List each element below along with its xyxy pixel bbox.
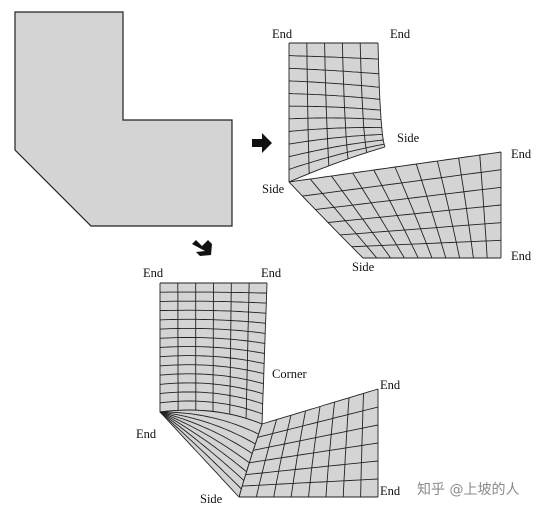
mesh1-leg-vertical-gridline (288, 139, 384, 158)
mesh2-leg-vertical-gridline (159, 373, 264, 385)
mesh2-end-label-right-top: End (380, 378, 401, 392)
mesh2-leg-vertical-gridline (159, 391, 263, 405)
mesh1-leg-horizontal-raw-gridline (352, 172, 405, 259)
mesh2-leg-horizontal-gridline (261, 388, 379, 425)
mesh2-corner-block-gridline (159, 411, 253, 454)
mesh2-corner-block-gridline (159, 411, 240, 498)
mesh1-leg-vertical-gridline (377, 42, 386, 148)
mesh1-leg-horizontal-raw-gridline (288, 181, 364, 259)
mesh1-leg-horizontal-raw-gridline (436, 160, 461, 259)
arrow-right-icon (252, 133, 272, 153)
mesh1-leg-vertical-face (289, 43, 385, 182)
arrow-down-icon (192, 240, 212, 256)
mesh1-leg-vertical-gridline (288, 117, 382, 121)
mesh1-leg-horizontal-raw-gridline (309, 178, 378, 259)
mesh2-corner-block-gridline (159, 411, 242, 490)
mesh2-corner-block-gridline (159, 411, 250, 464)
mesh1-leg-vertical-gridline (306, 42, 310, 174)
mesh1-leg-vertical-gridline (288, 93, 380, 100)
mesh2-leg-vertical-gridline (159, 346, 265, 354)
mesh1-leg-vertical-gridline (341, 42, 349, 159)
mesh2-leg-horizontal-gridline (242, 478, 379, 487)
mesh1-leg-vertical-gridline (288, 127, 382, 132)
mesh2-end-label-right-bottom: End (380, 484, 401, 498)
mesh2-leg-horizontal-gridline (253, 424, 379, 451)
mesh2-leg-horizontal-gridline (245, 460, 379, 476)
mesh2-leg-vertical-gridline (159, 318, 266, 324)
mesh1-side-label-outer-bottom: Side (352, 260, 375, 274)
mesh1-side-label-outer-left: Side (262, 182, 285, 196)
mesh1-leg-vertical-gridline (288, 55, 379, 60)
mesh2-corner-block-face (160, 410, 262, 497)
mesh2-leg-vertical-gridline (159, 382, 264, 395)
mesh1-leg-vertical-gridline (324, 42, 330, 166)
mesh1-end-label-top-left: End (272, 27, 293, 41)
mesh2-side-label-bottom: Side (200, 492, 223, 506)
mesh1-leg-horizontal-raw-gridline (373, 169, 419, 259)
mesh1-leg-horizontal-raw-gridline (394, 166, 433, 259)
mesh2-corner-block-gridline (159, 411, 247, 473)
mesh1-leg-horizontal-raw-gridline (331, 175, 391, 259)
plain-l-shape (14, 11, 233, 227)
mesh1-leg-vertical-gridline (359, 42, 368, 153)
mesh1-leg-horizontal-raw-gridline (458, 157, 474, 259)
mesh1-leg-horizontal-raw-gridline (479, 154, 488, 259)
mesh2-leg-horizontal-gridline (249, 442, 379, 464)
mesh1-end-label-right-top: End (511, 147, 532, 161)
mesh1-leg-vertical-gridline (288, 67, 379, 75)
mesh2-leg-vertical-gridline (160, 300, 267, 304)
mesh2-corner-block-gridline (160, 411, 259, 435)
mesh2-end-label-top-right: End (261, 266, 282, 280)
mesh2-leg-vertical-gridline (159, 309, 266, 314)
mesh1-leg-vertical-gridline (288, 134, 383, 145)
mesh2-leg-vertical-gridline (159, 364, 264, 375)
mesh1-leg-vertical-gridline (288, 80, 380, 88)
mesh-two-regions (288, 42, 502, 259)
mesh2-leg-horizontal-gridline (257, 406, 379, 438)
mesh2-end-label-left: End (136, 427, 157, 441)
l-shape-outline (14, 11, 233, 227)
mesh2-corner-label: Corner (272, 367, 308, 381)
mesh2-leg-vertical-gridline (159, 327, 266, 334)
mesh2-corner-block-gridline (159, 411, 245, 481)
mesh2-leg-vertical-gridline (159, 337, 265, 344)
mesh1-end-label-top-right: End (390, 27, 411, 41)
mesh1-side-label-inner: Side (397, 131, 420, 145)
mesh2-corner-block-gridline (159, 411, 256, 445)
mesh1-leg-horizontal-raw-face (289, 152, 501, 258)
mesh1-leg-vertical-gridline (289, 105, 381, 111)
mesh1-leg-vertical-gridline (288, 143, 385, 170)
mesh2-leg-vertical-gridline (159, 355, 265, 365)
watermark: 知乎 @上坡的人 (417, 481, 519, 498)
mesh1-leg-vertical-gridline (288, 146, 386, 183)
mesh2-corner-block-gridline (159, 409, 263, 425)
mesh-corner-regions (159, 282, 379, 498)
mesh1-end-label-right-bottom: End (511, 249, 532, 263)
mesh2-end-label-top-left: End (143, 266, 164, 280)
mesh2-leg-vertical-gridline (160, 291, 267, 294)
mesh2-leg-vertical-gridline (159, 400, 263, 415)
mesh1-leg-horizontal-raw-gridline (415, 163, 447, 259)
